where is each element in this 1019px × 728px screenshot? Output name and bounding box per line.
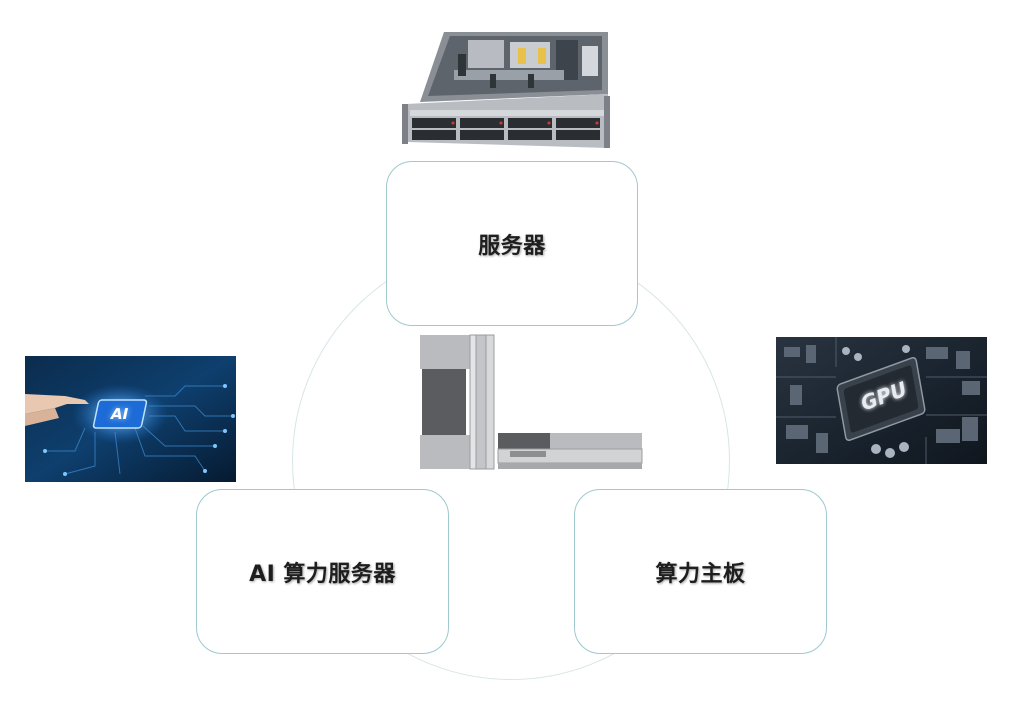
gpu-chip-image: GPU <box>776 337 987 464</box>
ai-chip-image: AI <box>25 356 236 482</box>
motherboard-diagram <box>418 333 646 473</box>
mainboard-node-label: 算力主板 <box>655 561 746 587</box>
ai-server-node-label: AI 算力服务器 <box>249 561 396 587</box>
ai-server-node[interactable]: AI 算力服务器 <box>196 489 449 654</box>
server-node[interactable]: 服务器 <box>386 161 638 326</box>
mainboard-node[interactable]: 算力主板 <box>574 489 827 654</box>
server-rack-image <box>398 24 612 156</box>
server-node-label: 服务器 <box>478 233 546 259</box>
